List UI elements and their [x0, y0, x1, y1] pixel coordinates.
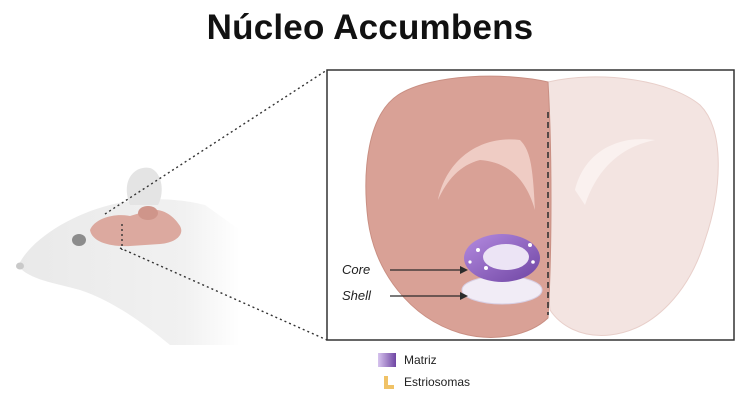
legend: Matriz Estriosomas — [376, 349, 470, 393]
legend-item-striosomes: Estriosomas — [376, 371, 470, 393]
striosome-swatch-icon — [376, 373, 398, 391]
legend-label-matrix: Matriz — [404, 353, 437, 367]
legend-item-matrix: Matriz — [376, 349, 470, 371]
shell-label: Shell — [342, 288, 371, 303]
rat-head — [16, 168, 240, 345]
rat-cerebellum — [138, 206, 158, 220]
core-label: Core — [342, 262, 370, 277]
nucleus-accumbens — [462, 234, 542, 304]
rat-ear — [127, 168, 162, 205]
core-inner — [483, 244, 529, 270]
rat-eye — [72, 234, 86, 246]
matrix-swatch-icon — [376, 351, 398, 369]
rat-nose — [16, 263, 24, 270]
zoom-line-top — [105, 70, 327, 214]
legend-label-striosomes: Estriosomas — [404, 375, 470, 389]
